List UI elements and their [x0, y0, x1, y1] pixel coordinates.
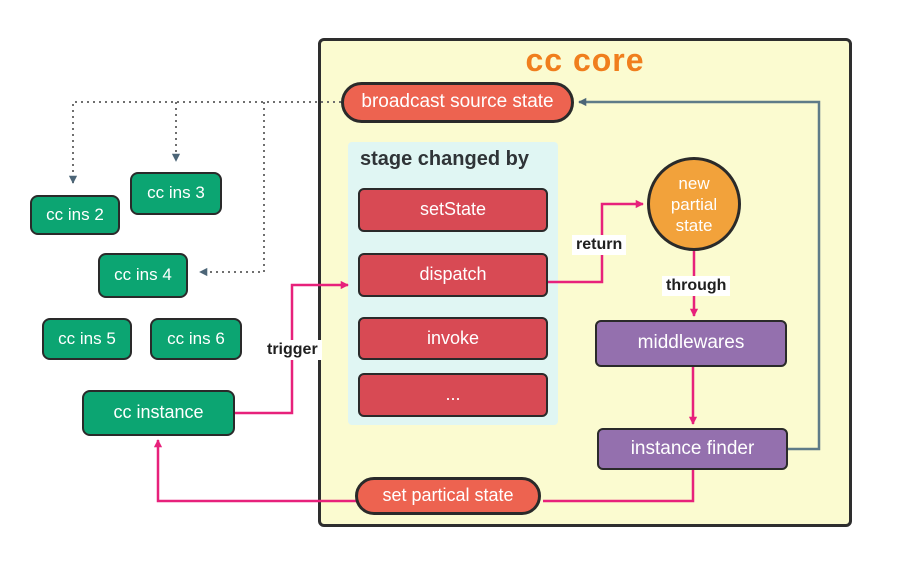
- set-partical-state-label: set partical state: [382, 485, 514, 506]
- cc-ins-3-label: cc ins 3: [147, 183, 205, 203]
- broadcast-to-ins2-dotted-arrow: [68, 101, 341, 184]
- cc-ins-6-node: cc ins 6: [150, 318, 242, 360]
- new-partial-state-line3: state: [675, 215, 713, 235]
- stage-changed-panel-title: stage changed by: [360, 148, 529, 170]
- new-partial-state-line1: new: [678, 173, 710, 193]
- invoke-node: invoke: [358, 317, 548, 360]
- trigger-edge-label: trigger: [263, 340, 322, 360]
- cc-instance-label: cc instance: [113, 402, 204, 423]
- invoke-label: invoke: [426, 327, 480, 348]
- new-partial-state-node: new partial state: [647, 157, 741, 251]
- more-methods-node: ...: [358, 373, 548, 417]
- set-partical-state-node: set partical state: [355, 477, 541, 515]
- return-edge-label: return: [572, 235, 627, 255]
- setstate-node: setState: [358, 188, 548, 232]
- cc-ins-5-label: cc ins 5: [58, 328, 116, 348]
- cc-ins-4-label: cc ins 4: [114, 265, 172, 285]
- cc-ins-5-node: cc ins 5: [42, 318, 132, 360]
- setstate-label: setState: [419, 199, 487, 220]
- middlewares-node: middlewares: [595, 320, 787, 367]
- cc-ins-2-node: cc ins 2: [30, 195, 120, 235]
- cc-ins-6-label: cc ins 6: [167, 328, 225, 348]
- through-edge-label: through: [662, 276, 731, 296]
- instance-finder-label: instance finder: [630, 437, 755, 459]
- dispatch-node: dispatch: [358, 253, 548, 297]
- cc-core-title: cc core: [525, 42, 645, 78]
- cc-ins-2-label: cc ins 2: [46, 204, 104, 224]
- cc-ins-3-node: cc ins 3: [130, 172, 222, 215]
- broadcast-source-state-node: broadcast source state: [341, 82, 574, 123]
- cc-ins-4-node: cc ins 4: [98, 253, 188, 298]
- more-methods-label: ...: [445, 384, 461, 405]
- new-partial-state-line2: partial: [670, 194, 718, 214]
- middlewares-label: middlewares: [637, 332, 745, 354]
- instance-finder-node: instance finder: [597, 428, 788, 470]
- cc-instance-node: cc instance: [82, 390, 235, 436]
- broadcast-source-state-label: broadcast source state: [361, 91, 554, 113]
- dispatch-label: dispatch: [419, 264, 487, 285]
